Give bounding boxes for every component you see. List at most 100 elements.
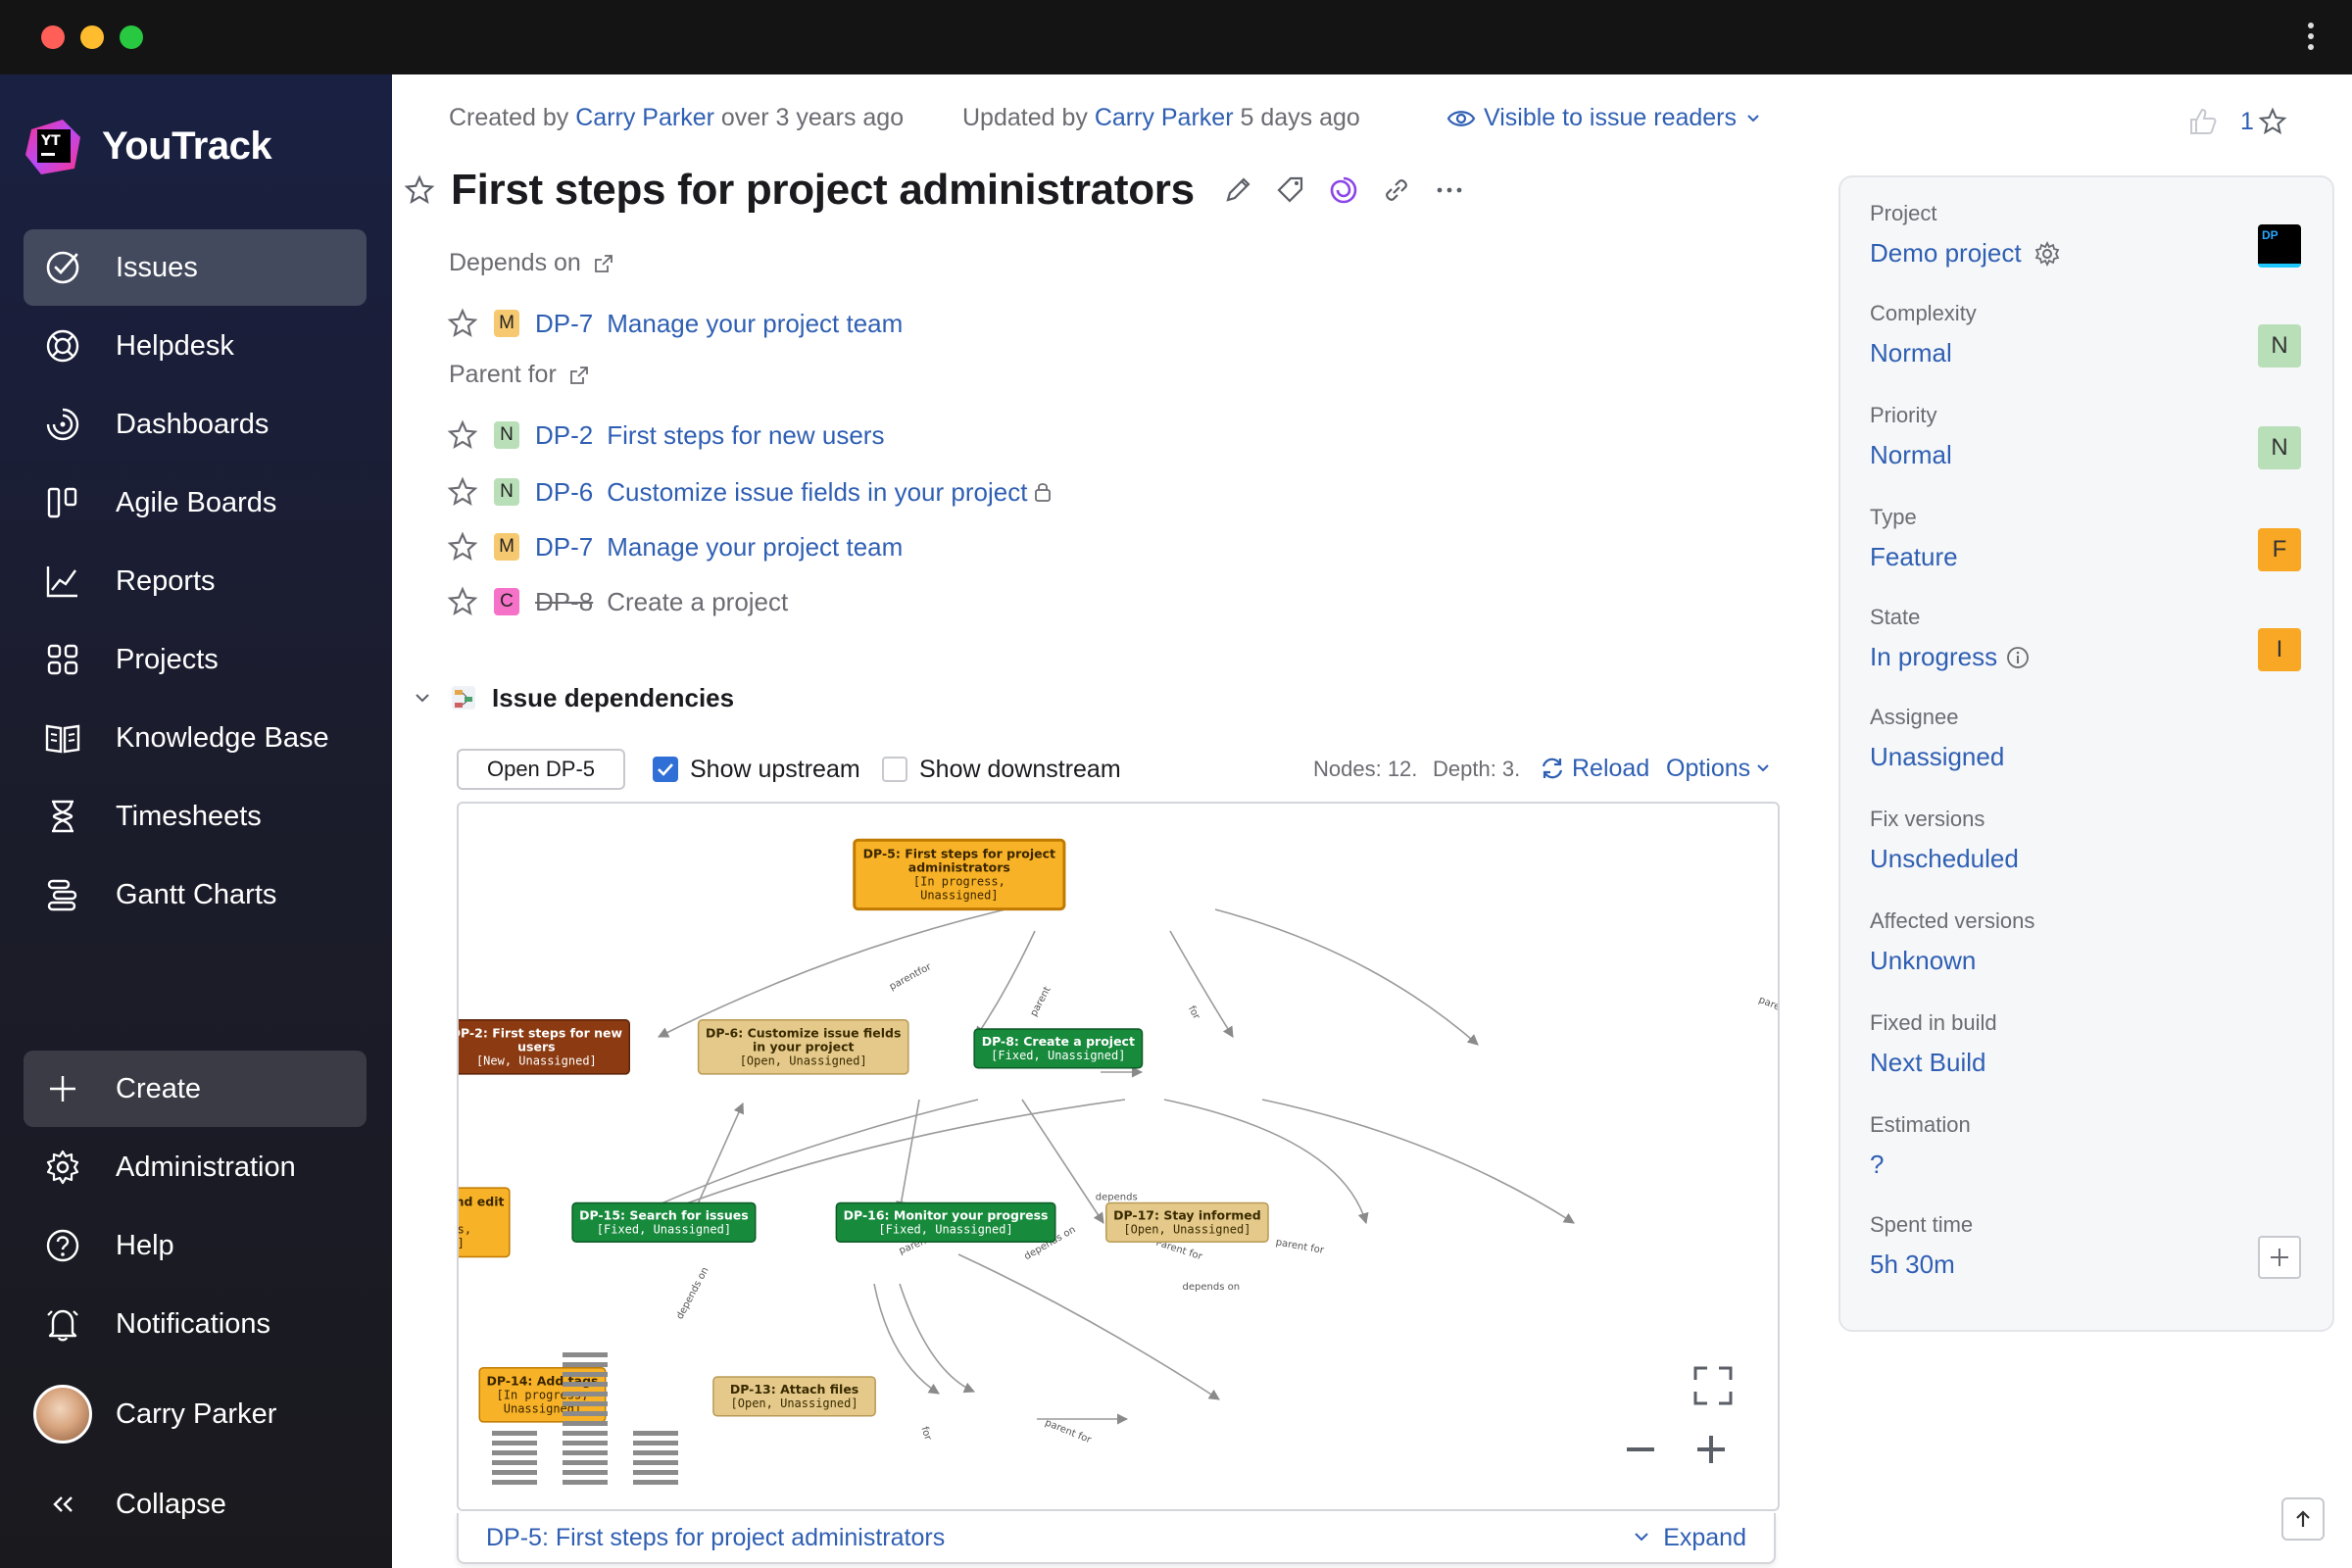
graph-node-n12[interactable]: DP-12: Create and editissues[In progress… — [459, 1187, 511, 1258]
graph-node-n14[interactable]: DP-14: Add tags[In progress,Unassigned] — [478, 1367, 607, 1423]
options-dropdown[interactable]: Options — [1666, 751, 1772, 786]
field-value[interactable]: Feature — [1870, 542, 1958, 571]
issue-summary-link[interactable]: Customize issue fields in your project — [607, 476, 1028, 507]
graph-node-n8[interactable]: DP-8: Create a project[Fixed, Unassigned… — [973, 1028, 1144, 1069]
star-icon[interactable] — [404, 174, 435, 206]
field-value[interactable]: Next Build — [1870, 1048, 1986, 1077]
field-fix-versions[interactable]: Fix versions Unscheduled — [1870, 807, 2301, 874]
info-icon[interactable] — [2005, 645, 2031, 670]
external-link-icon[interactable] — [568, 365, 590, 386]
link-icon[interactable] — [1379, 172, 1414, 208]
chevron-down-icon[interactable] — [412, 687, 433, 709]
field-value[interactable]: In progress — [1870, 642, 1998, 671]
issue-id-link[interactable]: DP-8 — [535, 586, 594, 616]
star-icon[interactable] — [447, 531, 478, 563]
nav-item-administration[interactable]: Administration — [24, 1129, 367, 1205]
graph-node-n13[interactable]: DP-13: Attach files[Open, Unassigned] — [712, 1376, 876, 1417]
field-value[interactable]: 5h 30m — [1870, 1250, 1955, 1279]
created-by-link[interactable]: Carry Parker — [575, 104, 714, 131]
field-value[interactable]: Unscheduled — [1870, 844, 2019, 873]
pencil-icon[interactable] — [1220, 172, 1255, 208]
nav-item-dashboards[interactable]: Dashboards — [24, 386, 367, 463]
field-spent-time[interactable]: Spent time 5h 30m — [1870, 1212, 2301, 1280]
visibility-dropdown[interactable]: Visible to issue readers — [1446, 104, 1762, 132]
star-icon[interactable] — [2258, 107, 2287, 136]
open-issue-button[interactable]: Open DP-5 — [457, 749, 625, 790]
field-assignee[interactable]: Assignee Unassigned — [1870, 705, 2301, 772]
minimize-window-button[interactable] — [80, 25, 104, 49]
issue-summary-link[interactable]: First steps for new users — [607, 419, 885, 450]
nav-item-issues[interactable]: Issues — [24, 229, 367, 306]
issue-id-link[interactable]: DP-2 — [535, 419, 594, 450]
add-spent-time-button[interactable] — [2258, 1236, 2301, 1279]
nav-item-profile[interactable]: Carry Parker — [24, 1376, 367, 1452]
linked-issue-row-resolved[interactable]: C DP-8 Create a project — [447, 582, 788, 621]
nav-item-reports[interactable]: Reports — [24, 543, 367, 619]
field-value[interactable]: Unknown — [1870, 946, 1977, 975]
field-value[interactable]: Unassigned — [1870, 742, 2005, 771]
issue-id-link[interactable]: DP-7 — [535, 308, 594, 338]
graph-node-n15[interactable]: DP-15: Search for issues[Fixed, Unassign… — [571, 1201, 757, 1243]
nav-item-agile-boards[interactable]: Agile Boards — [24, 465, 367, 541]
external-link-icon[interactable] — [593, 253, 614, 274]
issue-id-link[interactable]: DP-6 — [535, 476, 594, 507]
nav-item-timesheets[interactable]: Timesheets — [24, 778, 367, 855]
selected-issue-link[interactable]: DP-5: First steps for project administra… — [486, 1523, 946, 1551]
star-icon[interactable] — [447, 419, 478, 451]
window-menu-icon[interactable] — [2305, 20, 2317, 55]
field-project[interactable]: Project Demo project DP — [1870, 201, 2301, 269]
scroll-to-top-button[interactable] — [2281, 1497, 2325, 1541]
show-upstream-label[interactable]: Show upstream — [690, 756, 860, 783]
show-downstream-label[interactable]: Show downstream — [919, 756, 1121, 783]
field-value[interactable]: Normal — [1870, 338, 1952, 368]
reload-button[interactable]: Reload — [1539, 751, 1649, 786]
linked-issue-row[interactable]: M DP-7 Manage your project team — [447, 527, 903, 566]
tag-icon[interactable] — [1273, 172, 1308, 208]
nav-item-projects[interactable]: Projects — [24, 621, 367, 698]
zoom-out-icon[interactable] — [1627, 1447, 1654, 1451]
field-value[interactable]: Demo project — [1870, 238, 2022, 268]
field-value[interactable]: ? — [1870, 1150, 1885, 1179]
nav-item-helpdesk[interactable]: Helpdesk — [24, 308, 367, 384]
dependencies-header[interactable]: Issue dependencies — [412, 674, 734, 721]
nav-item-help[interactable]: Help — [24, 1207, 367, 1284]
linked-issue-row[interactable]: N DP-2 First steps for new users — [447, 416, 884, 455]
thumbs-up-icon[interactable] — [2187, 106, 2219, 137]
issue-summary-link[interactable]: Manage your project team — [607, 531, 904, 562]
nav-item-knowledge-base[interactable]: Knowledge Base — [24, 700, 367, 776]
field-priority[interactable]: Priority Normal N — [1870, 403, 2301, 470]
zoom-in-icon[interactable] — [1697, 1436, 1725, 1463]
nav-item-notifications[interactable]: Notifications — [24, 1286, 367, 1362]
field-state[interactable]: State In progress I — [1870, 605, 2301, 672]
show-upstream-checkbox[interactable] — [653, 757, 678, 782]
star-icon[interactable] — [447, 308, 478, 339]
updated-by-link[interactable]: Carry Parker — [1094, 104, 1234, 131]
show-downstream-checkbox[interactable] — [882, 757, 907, 782]
field-fixed-in-build[interactable]: Fixed in build Next Build — [1870, 1010, 2301, 1078]
linked-issue-row[interactable]: M DP-7 Manage your project team — [447, 304, 903, 343]
collapse-button[interactable]: Collapse — [24, 1466, 367, 1543]
ai-spiral-icon[interactable] — [1326, 172, 1361, 208]
expand-button[interactable]: Expand — [1632, 1524, 1746, 1552]
field-value[interactable]: Normal — [1870, 440, 1952, 469]
linked-issue-row[interactable]: N DP-6 Customize issue fields in your pr… — [447, 472, 1053, 512]
field-complexity[interactable]: Complexity Normal N — [1870, 301, 2301, 368]
gear-icon[interactable] — [2034, 240, 2061, 268]
create-button[interactable]: Create — [24, 1051, 367, 1127]
minimap[interactable] — [492, 1352, 678, 1485]
field-estimation[interactable]: Estimation ? — [1870, 1112, 2301, 1180]
star-icon[interactable] — [447, 476, 478, 508]
issue-summary-link[interactable]: Manage your project team — [607, 308, 904, 338]
graph-node-n17[interactable]: DP-17: Stay informed[Open, Unassigned] — [1105, 1201, 1269, 1243]
graph-node-n16[interactable]: DP-16: Monitor your progress[Fixed, Unas… — [835, 1201, 1056, 1243]
maximize-window-button[interactable] — [120, 25, 143, 49]
field-type[interactable]: Type Feature F — [1870, 505, 2301, 572]
field-affected-versions[interactable]: Affected versions Unknown — [1870, 908, 2301, 976]
issue-id-link[interactable]: DP-7 — [535, 531, 594, 562]
app-logo[interactable]: YT YouTrack — [24, 112, 272, 180]
more-icon[interactable] — [1432, 172, 1467, 208]
